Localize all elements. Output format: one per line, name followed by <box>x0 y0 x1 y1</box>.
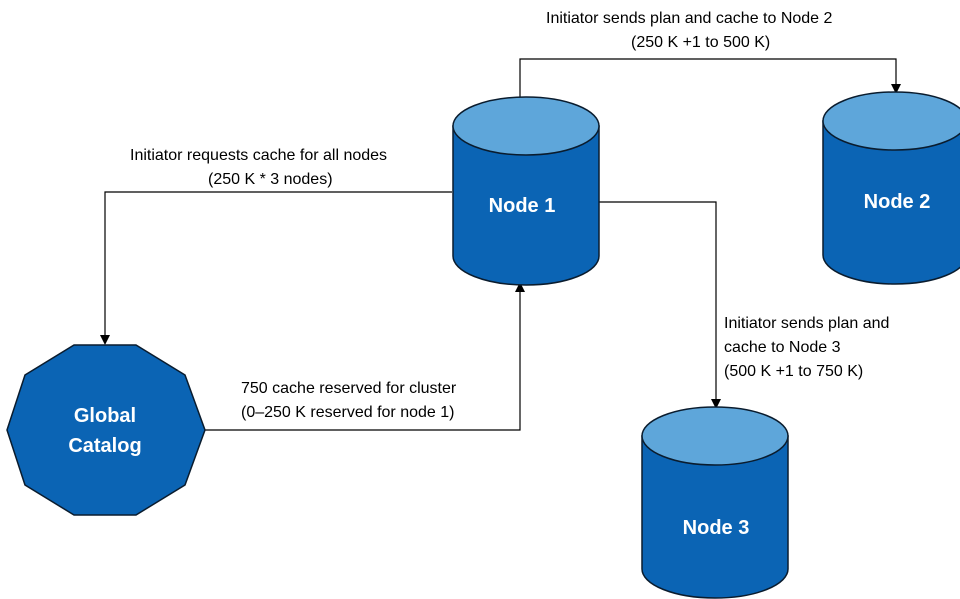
label-to-node3-line1: Initiator sends plan and <box>724 315 890 332</box>
global-catalog-octagon[interactable]: Global Catalog <box>6 344 206 516</box>
node-3-label: Node 3 <box>683 517 750 539</box>
node-1-label: Node 1 <box>489 195 556 217</box>
label-request-line1: Initiator requests cache for all nodes <box>130 147 388 164</box>
label-to-node2-line2: (250 K +1 to 500 K) <box>631 34 771 51</box>
label-to-node2-line1: Initiator sends plan and cache to Node 2 <box>546 10 833 27</box>
node-1-cylinder[interactable]: Node 1 <box>452 96 600 286</box>
edge-node1-to-node3 <box>599 201 721 409</box>
catalog-label-line1: Global <box>74 405 136 427</box>
label-request-line2: (250 K * 3 nodes) <box>208 171 333 188</box>
edge-catalog-to-node1 <box>205 282 525 431</box>
label-to-node3-line2: cache to Node 3 <box>724 339 841 356</box>
node-2-label: Node 2 <box>864 191 931 213</box>
node-3-cylinder[interactable]: Node 3 <box>641 406 789 599</box>
edge-node1-to-catalog <box>100 191 452 345</box>
edge-node1-to-node2 <box>519 58 901 100</box>
catalog-label-line2: Catalog <box>68 435 141 457</box>
label-reserved-line2: (0–250 K reserved for node 1) <box>241 404 455 421</box>
label-to-node3-line3: (500 K +1 to 750 K) <box>724 363 864 380</box>
node-2-cylinder[interactable]: Node 2 <box>822 91 960 285</box>
label-reserved-line1: 750 cache reserved for cluster <box>241 380 457 397</box>
